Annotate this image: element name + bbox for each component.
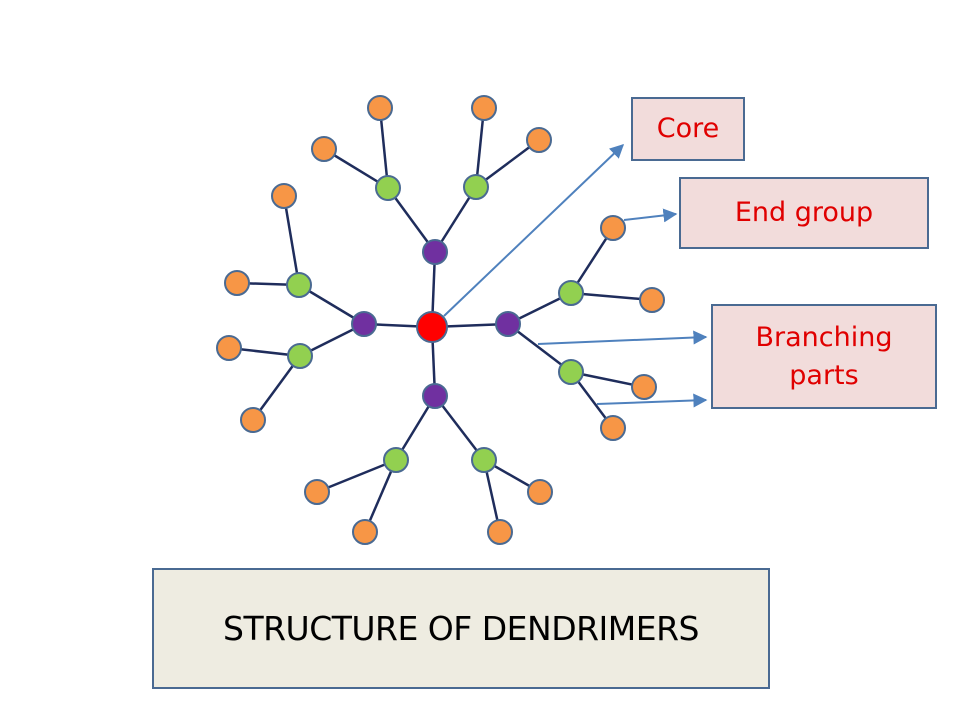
end-group-label-box: End group — [679, 177, 929, 249]
end-bond — [475, 138, 540, 189]
core-label-box: Core — [631, 97, 745, 161]
label-arrows — [443, 144, 708, 408]
end-bond — [251, 355, 302, 421]
end-bond — [378, 107, 390, 189]
branch-node-gen1 — [351, 311, 377, 337]
branching-arrow-upper — [537, 330, 708, 345]
end-bond — [474, 107, 486, 188]
end-group-node — [367, 95, 393, 121]
diagram-title: STRUCTURE OF DENDRIMERS — [223, 609, 699, 648]
branch-node-gen2 — [383, 447, 409, 473]
branch-node-gen2 — [287, 343, 313, 369]
core-node — [416, 311, 448, 343]
end-group-node — [471, 95, 497, 121]
end-group-node — [527, 479, 553, 505]
end-group-node — [240, 407, 266, 433]
end-group-node — [216, 335, 242, 361]
branch-node-gen1 — [422, 383, 448, 409]
branch-node-gen2 — [375, 175, 401, 201]
end-bond — [282, 195, 301, 286]
branch-node-gen2 — [558, 359, 584, 385]
end-group-node — [487, 519, 513, 545]
end-group-node — [631, 374, 657, 400]
branch-node-gen2 — [286, 272, 312, 298]
end-bond — [316, 458, 397, 494]
branching-parts-label-box: Branching parts — [711, 304, 937, 409]
branch-node-gen1 — [495, 311, 521, 337]
end-group-node — [352, 519, 378, 545]
end-group-node — [304, 479, 330, 505]
branch-node-gen1 — [422, 239, 448, 265]
end-group-node — [224, 270, 250, 296]
end-group-node — [639, 287, 665, 313]
branch-bond — [507, 323, 572, 373]
end-group-node — [271, 183, 297, 209]
core-arrow — [443, 144, 625, 317]
core-label: Core — [656, 113, 720, 145]
title-box: STRUCTURE OF DENDRIMERS — [152, 568, 770, 689]
branch-bond — [386, 187, 437, 253]
end-group-label: End group — [734, 197, 874, 229]
branching-arrow-lower — [596, 393, 708, 408]
end-group-node — [311, 136, 337, 162]
branch-bond — [434, 395, 485, 461]
end-group-node — [526, 127, 552, 153]
branch-node-gen2 — [463, 174, 489, 200]
branch-node-gen2 — [471, 447, 497, 473]
end-group-node — [600, 215, 626, 241]
end-bond — [570, 291, 653, 302]
end-group-node — [600, 415, 626, 441]
branching-label-line2: parts — [789, 359, 859, 391]
branch-node-gen2 — [558, 280, 584, 306]
branching-label-line1: Branching — [755, 321, 893, 353]
dendrimer-nodes — [216, 95, 665, 545]
end-bond — [363, 459, 398, 533]
end-group-arrow — [623, 208, 678, 223]
